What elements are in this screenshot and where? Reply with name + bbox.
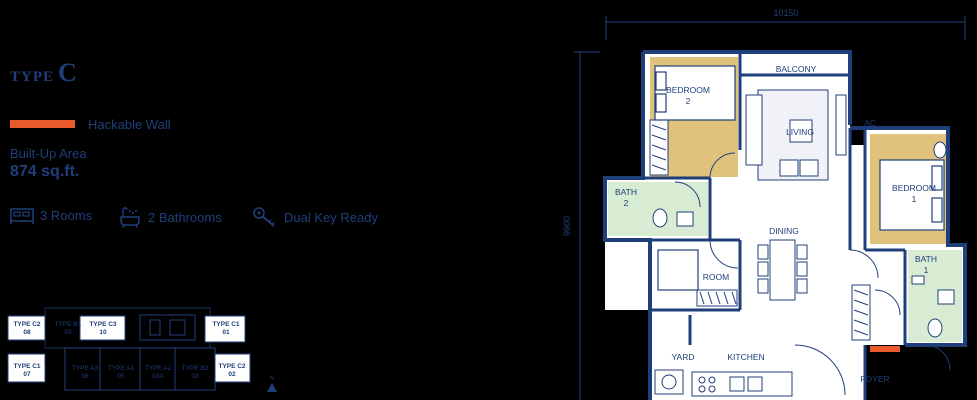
keyplan-unit-4-no: 07 — [23, 371, 31, 378]
dining-label: DINING — [769, 226, 799, 236]
living-label: LIVING — [786, 127, 814, 137]
width-dimension — [605, 16, 966, 40]
kitchen-label: KITCHEN — [727, 352, 764, 362]
door-swings — [674, 152, 951, 396]
depth-dimension — [574, 51, 600, 400]
hackable-wall-label: Hackable Wall — [88, 117, 171, 132]
rooms-count: 3 Rooms — [40, 207, 93, 223]
width-value: 10150 — [773, 8, 798, 18]
keyplan-unit-2-type: TYPE C3 — [89, 321, 116, 328]
foyer-label: FOYER — [860, 374, 889, 384]
keyplan-unit-9-no: 02 — [228, 371, 236, 378]
bathrooms-count: 2 Bathrooms — [148, 209, 222, 225]
dual-key-feature: Dual Key Ready — [252, 206, 378, 228]
keyplan-unit-3-type: TYPE C1 — [212, 321, 239, 328]
balcony-label: BALCONY — [776, 64, 817, 74]
bed-icon — [10, 208, 34, 224]
built-up-value: 874 sq.ft. — [10, 163, 80, 180]
bath1-number: 1 — [924, 265, 929, 275]
keys-icon — [253, 207, 275, 227]
beds — [654, 65, 945, 291]
dining-set — [757, 239, 808, 301]
outer-walls — [603, 50, 967, 400]
interior-walls — [643, 52, 907, 400]
bath2-label: BATH — [615, 187, 637, 197]
keyplan-unit-0-type: TYPE C2 — [13, 321, 40, 328]
keyplan-unit-4-type: TYPE C1 — [13, 363, 40, 370]
keyplan-unit-8-type: TYPE B2 — [182, 365, 209, 372]
north-label: N — [270, 376, 274, 382]
north-arrow-icon: N — [267, 376, 277, 392]
keyplan-unit-3-no: 01 — [222, 329, 230, 336]
keyplan-unit-1-type: TYPE B1 — [55, 321, 82, 328]
living-furniture — [745, 89, 847, 181]
keyplan-unit-7-no: 03A — [152, 373, 164, 380]
key-plan: TYPE C2 08 TYPE B1 09 TYPE C3 10 TYPE C1… — [7, 307, 277, 392]
bath2-number: 2 — [624, 198, 629, 208]
bath-fixtures — [652, 141, 955, 338]
ac-label: AC — [864, 118, 876, 128]
wardrobes — [649, 119, 871, 341]
unit-type-title: TYPE C — [10, 58, 77, 88]
bedroom2-label: BEDROOM — [666, 85, 710, 95]
bathtub-icon — [120, 207, 140, 228]
type-word: TYPE — [10, 69, 55, 85]
hackable-wall-swatch — [10, 120, 75, 128]
dual-key-label: Dual Key Ready — [284, 209, 378, 225]
keyplan-unit-5-no: 06 — [81, 373, 89, 380]
keyplan-unit-8-no: 03 — [191, 373, 199, 380]
kitchen-counter — [654, 369, 793, 397]
bath1-label: BATH — [915, 254, 937, 264]
keyplan-unit-6-no: 05 — [117, 373, 125, 380]
keyplan-unit-5-type: TYPE A3 — [72, 365, 99, 372]
bedroom2-number: 2 — [686, 96, 691, 106]
bedroom1-number: 1 — [912, 194, 917, 204]
keyplan-unit-9-type: TYPE C2 — [218, 363, 245, 370]
keyplan-unit-0-no: 08 — [23, 329, 31, 336]
bathrooms-feature: 2 Bathrooms — [118, 206, 222, 228]
floor-plan: 10150 9900 — [562, 8, 967, 400]
depth-value: 9900 — [562, 216, 572, 236]
rooms-feature: 3 Rooms — [10, 206, 92, 224]
keyplan-unit-6-type: TYPE A1 — [108, 365, 135, 372]
bedroom1-label: BEDROOM — [892, 183, 936, 193]
keyplan-unit-2-no: 10 — [99, 329, 107, 336]
keyplan-unit-7-type: TYPE A2 — [145, 365, 172, 372]
hackable-wall — [870, 346, 900, 352]
yard-label: YARD — [672, 352, 695, 362]
room-label: ROOM — [703, 272, 729, 282]
built-up-label: Built-Up Area — [10, 146, 87, 161]
type-letter: C — [58, 58, 77, 87]
keyplan-unit-1-no: 09 — [64, 329, 72, 336]
